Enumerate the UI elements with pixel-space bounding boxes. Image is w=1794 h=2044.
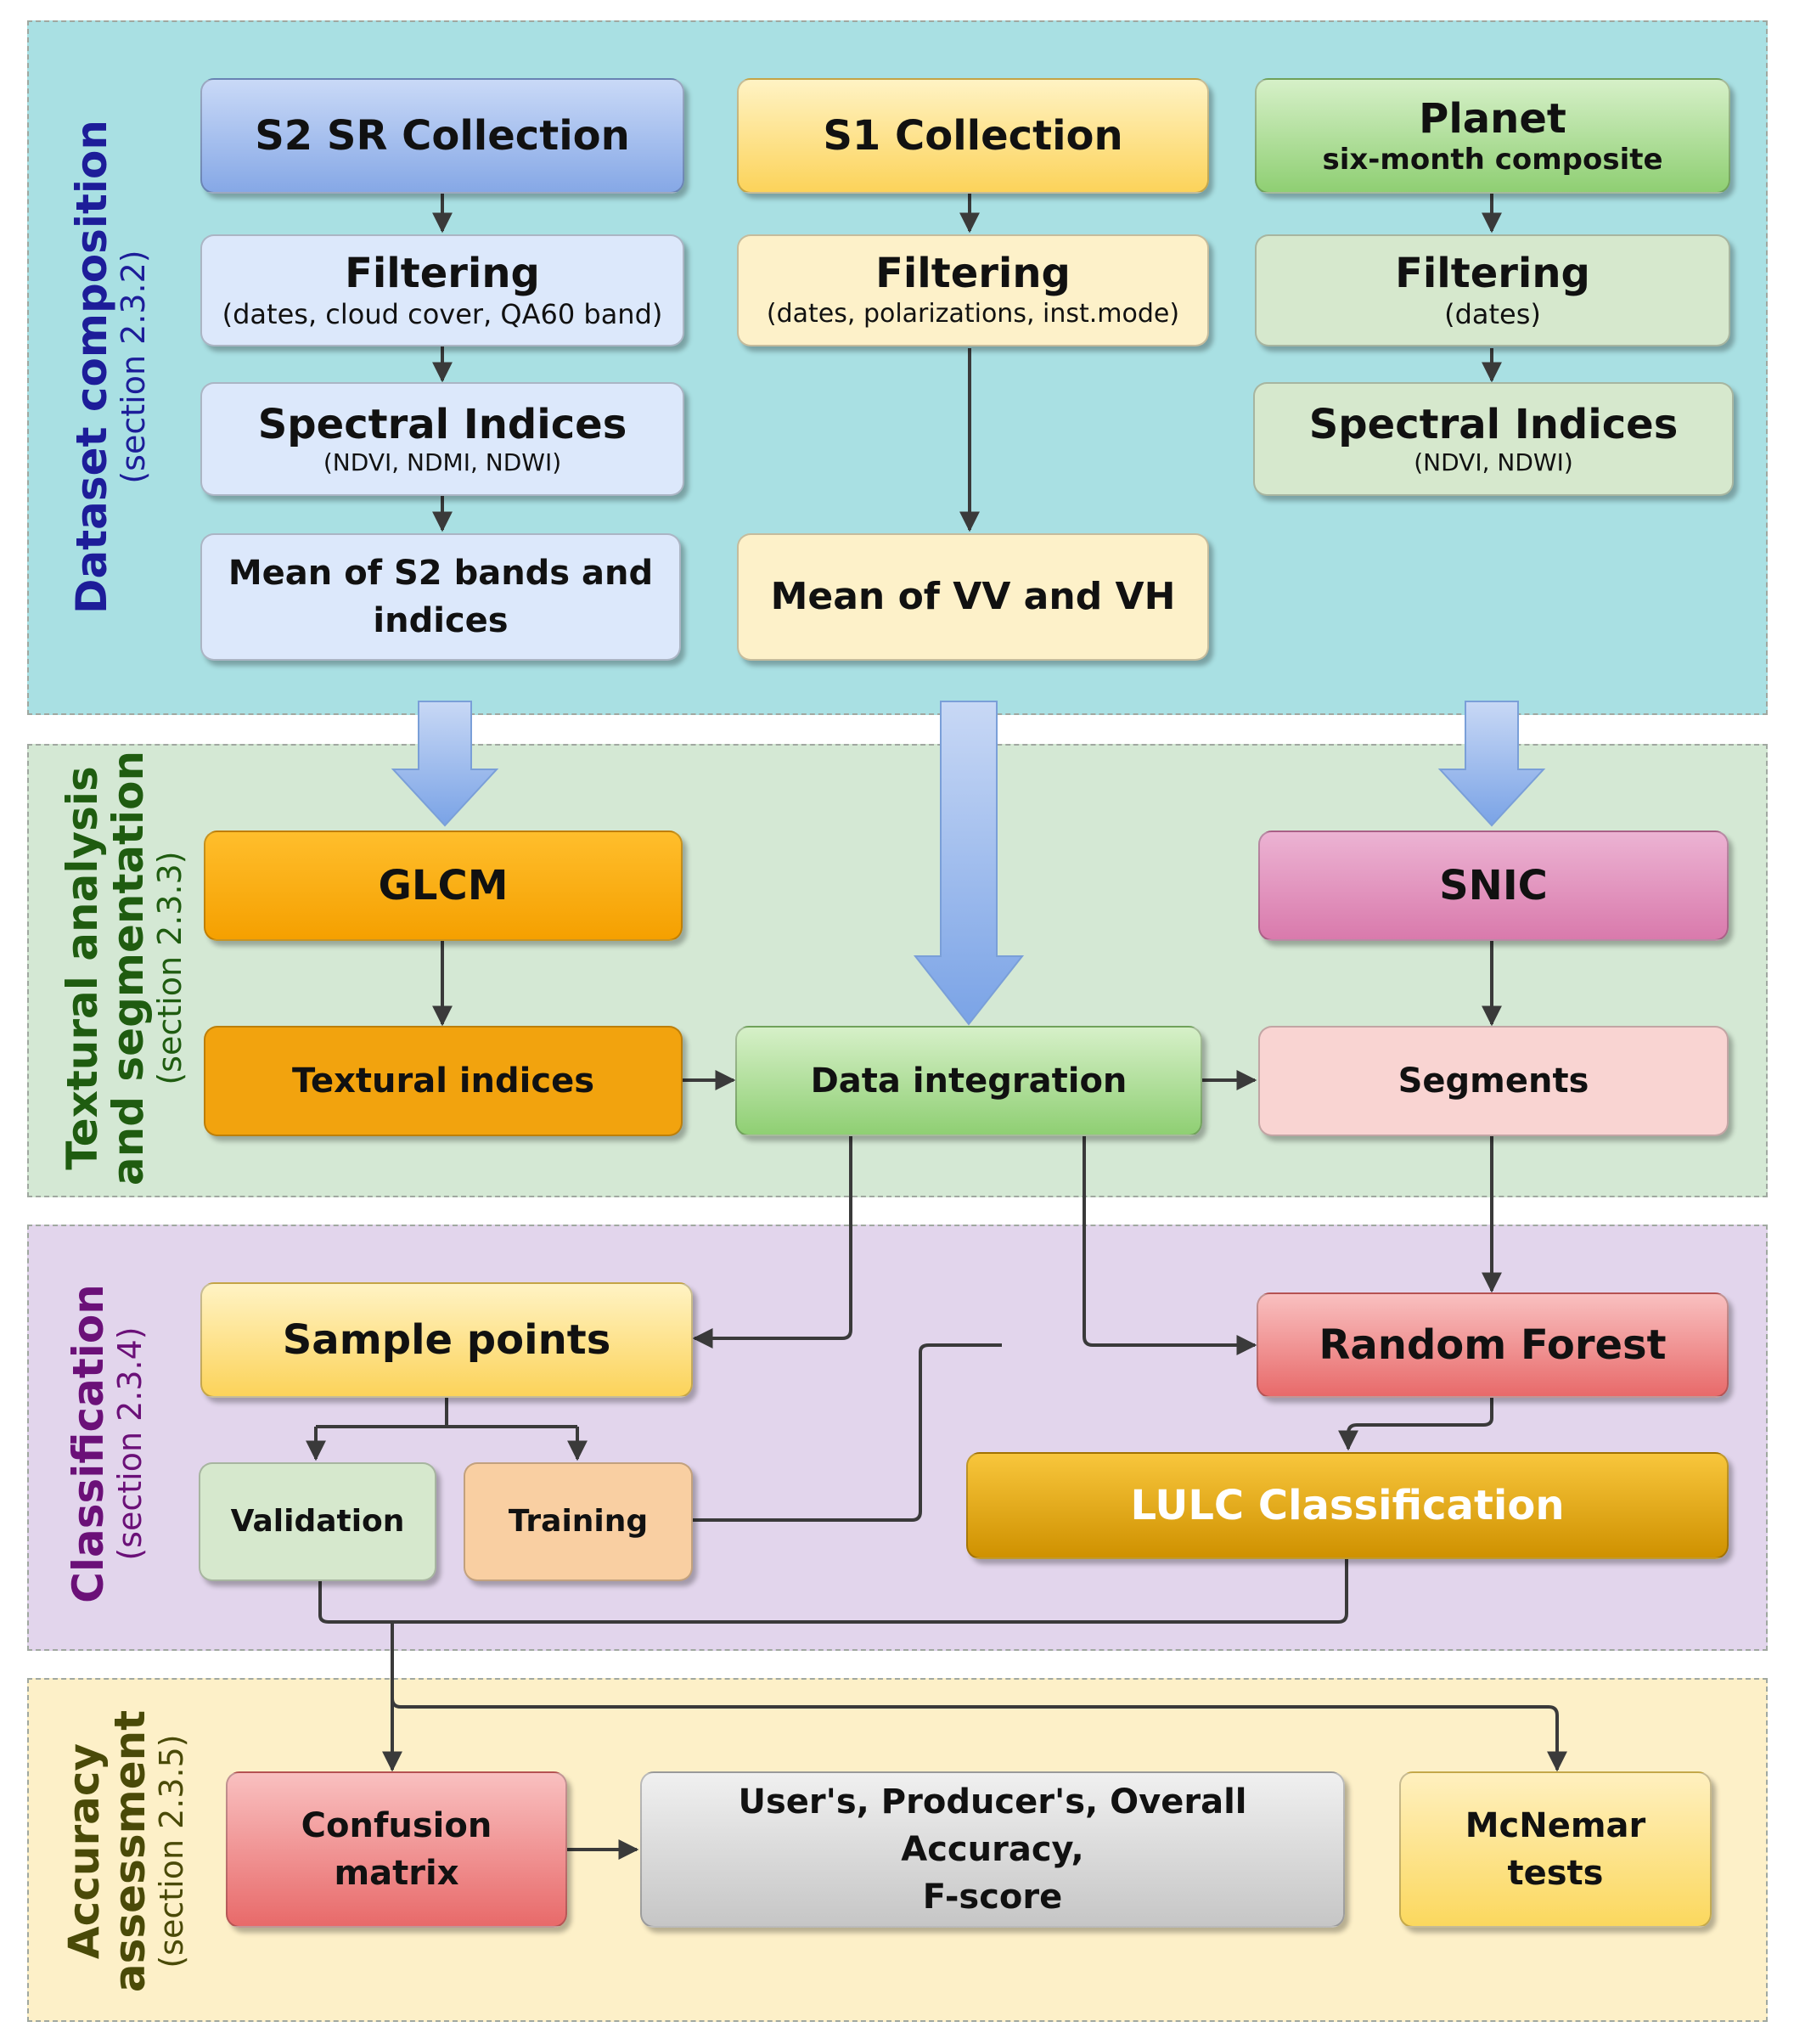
node-label: Textural indices [291,1061,595,1101]
node-label: Training [508,1504,649,1539]
node-s1-filtering[interactable]: Filtering (dates, polarizations, inst.mo… [737,234,1209,346]
node-sample-points[interactable]: Sample points [200,1282,693,1398]
node-label-line1: User's, Producer's, Overall Accuracy, [738,1782,1247,1869]
node-planet-filtering[interactable]: Filtering (dates) [1255,234,1730,346]
node-glcm[interactable]: GLCM [204,831,683,941]
node-snic[interactable]: SNIC [1258,831,1729,941]
arrow-integration-to-sample [692,1136,852,1349]
arrow-training-to-rf [693,1343,1002,1522]
node-s2-mean[interactable]: Mean of S2 bands and indices [200,533,681,661]
block-arrow-planet [1437,701,1546,827]
node-label: Filtering [345,250,540,297]
node-sublabel: (NDVI, NDWI) [1414,448,1573,476]
line-sample-split [316,1398,577,1428]
node-planet-spectral-indices[interactable]: Spectral Indices (NDVI, NDWI) [1253,382,1734,496]
node-validation[interactable]: Validation [199,1462,436,1581]
node-s2-filtering[interactable]: Filtering (dates, cloud cover, QA60 band… [200,234,684,346]
node-label: SNIC [1439,862,1548,909]
node-label-line1: Mean of S2 bands and [228,554,654,593]
node-label-line2: tests [1507,1854,1604,1893]
node-label: S1 Collection [823,112,1123,160]
node-textural-indices[interactable]: Textural indices [204,1026,683,1136]
node-s2-sr-collection[interactable]: S2 SR Collection [200,78,684,194]
node-sublabel: six-month composite [1322,143,1663,177]
node-label-line2: matrix [334,1854,459,1893]
node-label: Spectral Indices [1308,401,1679,448]
node-label: Spectral Indices [257,401,627,448]
node-sublabel: (NDVI, NDMI, NDWI) [323,448,562,476]
node-confusion-matrix[interactable]: Confusion matrix [226,1771,567,1928]
node-mcnemar-tests[interactable]: McNemar tests [1399,1771,1712,1928]
node-label: S2 SR Collection [255,112,630,160]
node-segments[interactable]: Segments [1258,1026,1729,1136]
node-sublabel: (dates, cloud cover, QA60 band) [222,298,663,330]
node-random-forest[interactable]: Random Forest [1257,1292,1729,1398]
node-s1-collection[interactable]: S1 Collection [737,78,1209,194]
node-label: Sample points [282,1316,611,1364]
line-validation-down [318,1559,1348,1624]
node-label: Mean of VV and VH [770,575,1176,618]
node-label: Data integration [810,1061,1128,1101]
block-arrow-s2 [391,701,499,827]
node-label: Segments [1398,1061,1589,1101]
node-sublabel: (dates) [1444,298,1541,330]
block-arrow-s1 [913,701,1025,1026]
node-label: Validation [230,1504,405,1539]
node-lulc-classification[interactable]: LULC Classification [966,1452,1729,1559]
node-data-integration[interactable]: Data integration [735,1026,1202,1136]
node-accuracy-metrics[interactable]: User's, Producer's, Overall Accuracy, F-… [640,1771,1345,1928]
node-s2-spectral-indices[interactable]: Spectral Indices (NDVI, NDMI, NDWI) [200,382,684,496]
arrow-to-mcnemar [391,1698,1567,1772]
node-training[interactable]: Training [464,1462,693,1581]
arrow-rf-to-lulc [1338,1398,1493,1451]
node-label: LULC Classification [1130,1482,1565,1529]
node-label-line2: F-score [922,1878,1063,1917]
node-planet[interactable]: Planet six-month composite [1255,78,1730,194]
node-label-line1: Confusion [301,1806,492,1845]
node-s1-mean[interactable]: Mean of VV and VH [737,533,1209,661]
node-label: Filtering [875,250,1071,297]
arrow-integration-to-rf [1083,1136,1257,1355]
node-label: Planet [1419,95,1566,143]
node-sublabel: (dates, polarizations, inst.mode) [766,299,1180,329]
node-label: Random Forest [1319,1321,1667,1369]
node-label-line1: McNemar [1465,1806,1646,1845]
node-label-line2: indices [373,601,509,640]
node-label: GLCM [378,862,509,909]
node-label: Filtering [1395,250,1590,297]
